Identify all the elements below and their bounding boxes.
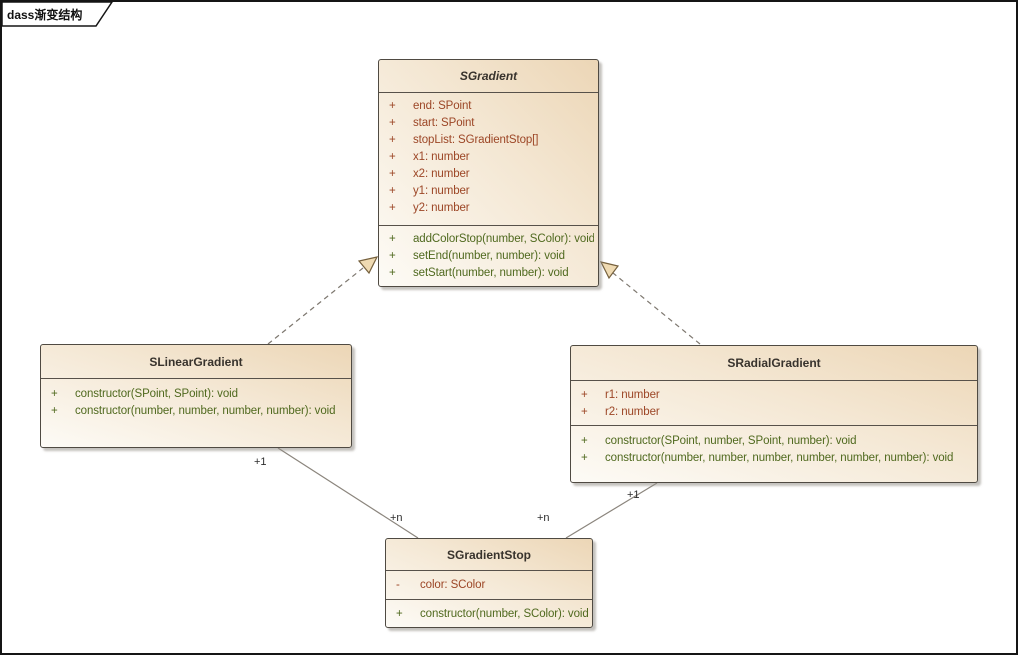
- class-title: SGradient: [379, 60, 598, 93]
- multiplicity-label-source[interactable]: +1: [627, 489, 640, 501]
- attributes-compartment: + r1: number + r2: number: [571, 381, 977, 425]
- realization-arrowhead-right[interactable]: [599, 261, 620, 280]
- method-row: + constructor(number, number, number, num…: [41, 403, 347, 420]
- class-title: SGradientStop: [386, 539, 592, 571]
- class-box-sgradientstop[interactable]: SGradientStop - color: SColor + constructo…: [385, 538, 593, 628]
- methods-compartment: + constructor(SPoint, SPoint): void + cons…: [41, 379, 351, 447]
- visibility-marker: +: [389, 185, 396, 197]
- method-text: constructor(SPoint, number, SPoint, numb…: [605, 435, 857, 447]
- attribute-text: stopList: SGradientStop[]: [413, 134, 539, 146]
- attribute-text: x1: number: [413, 151, 470, 163]
- association-sradialgradient-sgradientstop[interactable]: [565, 482, 658, 539]
- visibility-marker: +: [389, 100, 396, 112]
- attribute-text: color: SColor: [420, 579, 486, 591]
- class-box-slineargradient[interactable]: SLinearGradient + constructor(SPoint, SPo…: [40, 344, 352, 448]
- attribute-row: + r1: number: [571, 387, 973, 404]
- visibility-marker: +: [389, 202, 396, 214]
- attribute-row: + x1: number: [379, 149, 594, 166]
- attribute-row: + y2: number: [379, 200, 594, 217]
- method-text: addColorStop(number, SColor): void: [413, 233, 594, 245]
- attribute-text: start: SPoint: [413, 117, 475, 129]
- attribute-row: + end: SPoint: [379, 98, 594, 115]
- attributes-compartment: - color: SColor: [386, 571, 592, 599]
- visibility-marker: -: [396, 579, 400, 591]
- realization-sradialgradient-sgradient[interactable]: [612, 272, 701, 345]
- visibility-marker: +: [51, 404, 58, 417]
- attribute-text: end: SPoint: [413, 100, 472, 112]
- method-row: + constructor(SPoint, number, SPoint, num…: [571, 433, 973, 450]
- methods-compartment: + addColorStop(number, SColor): void + set…: [379, 225, 598, 286]
- attributes-compartment: + end: SPoint + start: SPoint + stopList: S…: [379, 93, 598, 225]
- method-row: + constructor(number, number, number, num…: [571, 450, 973, 467]
- method-text: setEnd(number, number): void: [413, 250, 565, 262]
- visibility-marker: +: [389, 267, 396, 279]
- attribute-row: + x2: number: [379, 166, 594, 183]
- multiplicity-label-target[interactable]: +n: [537, 512, 550, 524]
- visibility-marker: +: [389, 134, 396, 146]
- association-slineargradient-sgradientstop[interactable]: [277, 447, 419, 539]
- visibility-marker: +: [581, 389, 588, 401]
- class-title: SRadialGradient: [571, 346, 977, 381]
- visibility-marker: +: [396, 608, 403, 620]
- visibility-marker: +: [389, 168, 396, 180]
- method-row: + addColorStop(number, SColor): void: [379, 231, 594, 248]
- method-row: + setEnd(number, number): void: [379, 248, 594, 265]
- method-text: constructor(SPoint, SPoint): void: [75, 388, 238, 400]
- attribute-text: r1: number: [605, 389, 660, 401]
- method-row: + constructor(SPoint, SPoint): void: [41, 386, 347, 403]
- class-box-sgradient[interactable]: SGradient + end: SPoint + start: SPoint + s…: [378, 59, 599, 287]
- realization-arrowhead-left[interactable]: [357, 256, 379, 275]
- methods-compartment: + constructor(SPoint, number, SPoint, num…: [571, 425, 977, 482]
- attribute-text: y1: number: [413, 185, 470, 197]
- class-title: SLinearGradient: [41, 345, 351, 379]
- class-box-sradialgradient[interactable]: SRadialGradient +r1: number +r2: number …: [570, 345, 978, 483]
- visibility-marker: +: [389, 117, 396, 129]
- frame-name-label: dass渐变结构: [7, 8, 83, 22]
- multiplicity-label-source[interactable]: +1: [254, 456, 267, 468]
- attribute-row: + r2: number: [571, 404, 973, 421]
- visibility-marker: +: [581, 435, 588, 447]
- method-text: constructor(number, number, number, numb…: [605, 451, 954, 464]
- visibility-marker: +: [581, 451, 588, 464]
- attribute-text: x2: number: [413, 168, 470, 180]
- visibility-marker: +: [581, 405, 588, 418]
- visibility-marker: +: [389, 233, 396, 245]
- method-text: setStart(number, number): void: [413, 267, 569, 279]
- visibility-marker: +: [389, 151, 396, 163]
- attribute-row: + start: SPoint: [379, 115, 594, 132]
- methods-compartment: + constructor(number, SColor): void: [386, 599, 592, 627]
- multiplicity-label-target[interactable]: +n: [390, 512, 403, 524]
- visibility-marker: +: [51, 388, 58, 400]
- attribute-text: r2: number: [605, 405, 660, 418]
- attribute-row: + y1: number: [379, 183, 594, 200]
- visibility-marker: +: [389, 250, 396, 262]
- attribute-text: y2: number: [413, 202, 470, 214]
- realization-slineargradient-sgradient[interactable]: [267, 267, 364, 345]
- attribute-row: + stopList: SGradientStop[]: [379, 132, 594, 149]
- attribute-row: - color: SColor: [386, 577, 588, 594]
- method-row: + constructor(number, SColor): void: [386, 606, 588, 623]
- method-text: constructor(number, number, number, numb…: [75, 404, 336, 417]
- method-row: + setStart(number, number): void: [379, 265, 594, 282]
- frame-name-tab: [1, 1, 114, 27]
- method-text: constructor(number, SColor): void: [420, 608, 588, 620]
